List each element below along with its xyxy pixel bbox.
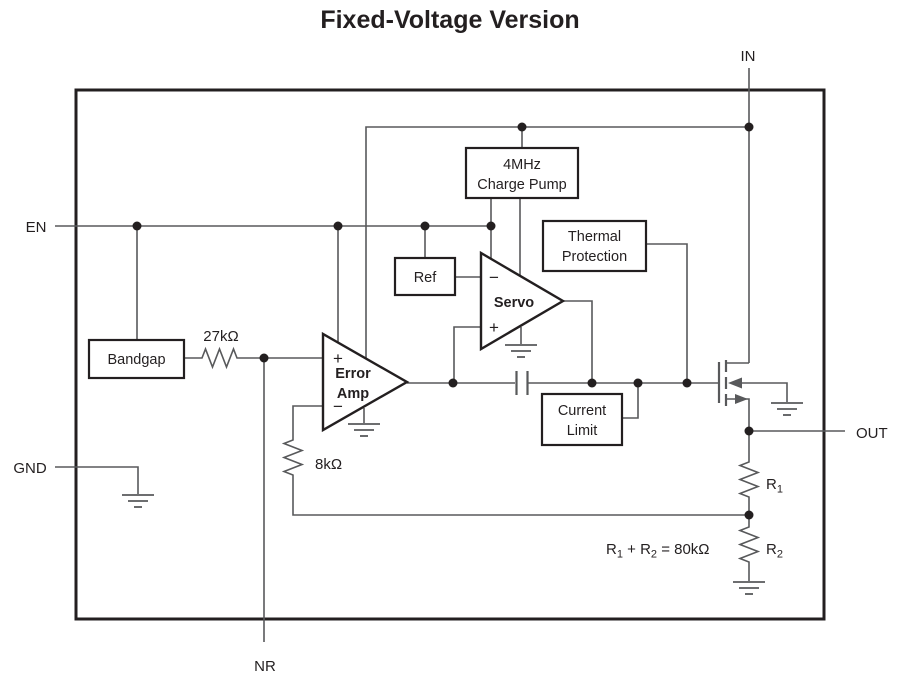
block-bandgap: Bandgap: [87, 338, 186, 380]
pass-fet: [717, 360, 788, 431]
resistor-8k-label: 8kΩ: [315, 456, 342, 473]
ground-symbol-servo: [505, 327, 537, 358]
supply-rail-wire: [365, 126, 749, 358]
pin-label-en: EN: [26, 219, 47, 236]
pin-label-gnd: GND: [13, 460, 47, 477]
resistor-sum-equation: R1 + R2 = 80kΩ: [606, 541, 710, 561]
resistor-r1-label: R1: [766, 476, 783, 496]
ground-symbol-r2: [733, 581, 765, 595]
fet-body-wire: [740, 382, 788, 402]
gnd-wire: [55, 466, 139, 494]
chip-boundary: [74, 88, 826, 621]
bandgap-label: Bandgap: [107, 352, 165, 368]
thermal-label-line1: Thermal: [568, 229, 621, 245]
error-amp-label-line2: Amp: [337, 386, 369, 402]
resistor-r2: [737, 515, 761, 581]
fet-drain-arrow-icon: [735, 394, 748, 404]
junction-dots: [132, 122, 754, 520]
ground-symbol-gnd-pin: [122, 494, 154, 508]
servo-plus-sign: +: [489, 318, 499, 337]
resistor-8k-feedback-wire: [281, 405, 749, 516]
block-thermal-protection: Thermal Protection: [541, 219, 648, 273]
ground-symbol-erroramp: [348, 408, 380, 437]
servo-output-wire: [563, 300, 593, 383]
servo-amp: − Servo +: [479, 250, 566, 352]
fet-body-arrow-icon: [728, 377, 742, 389]
resistor-r1: [737, 431, 761, 515]
error-amp-minus-sign: −: [333, 397, 343, 416]
block-charge-pump: 4MHz Charge Pump: [464, 146, 580, 200]
error-amp-plus-sign: +: [333, 349, 343, 368]
charge-pump-label-line1: 4MHz: [503, 157, 541, 173]
error-amp: + Error Amp −: [321, 331, 410, 433]
thermal-output-wire: [646, 243, 688, 383]
ground-symbol-fet-body: [771, 402, 803, 416]
block-ref: Ref: [393, 256, 457, 297]
servo-label: Servo: [494, 295, 534, 311]
resistor-27k-label: 27kΩ: [203, 328, 238, 345]
servo-plus-wire: [453, 326, 481, 383]
ref-label: Ref: [414, 270, 438, 286]
pin-label-in: IN: [741, 48, 756, 65]
diagram-title: Fixed-Voltage Version: [320, 6, 579, 34]
charge-pump-label-line2: Charge Pump: [477, 177, 566, 193]
fet-drain-wire: [726, 398, 750, 431]
error-amp-label-line1: Error: [335, 366, 371, 382]
currentlimit-output-wire: [622, 383, 639, 419]
error-amp-triangle: [321, 331, 410, 433]
capacitor: [515, 371, 529, 395]
pin-label-nr: NR: [254, 658, 276, 675]
thermal-label-line2: Protection: [562, 249, 627, 265]
resistor-r2-label: R2: [766, 541, 783, 561]
block-current-limit: Current Limit: [540, 392, 624, 447]
current-limit-label-line2: Limit: [567, 423, 598, 439]
resistor-27k: [184, 346, 264, 370]
wires: [55, 68, 845, 642]
current-limit-label-line1: Current: [558, 403, 606, 419]
servo-minus-sign: −: [489, 268, 499, 287]
servo-amp-triangle: [479, 250, 566, 352]
pin-label-out: OUT: [856, 425, 888, 442]
